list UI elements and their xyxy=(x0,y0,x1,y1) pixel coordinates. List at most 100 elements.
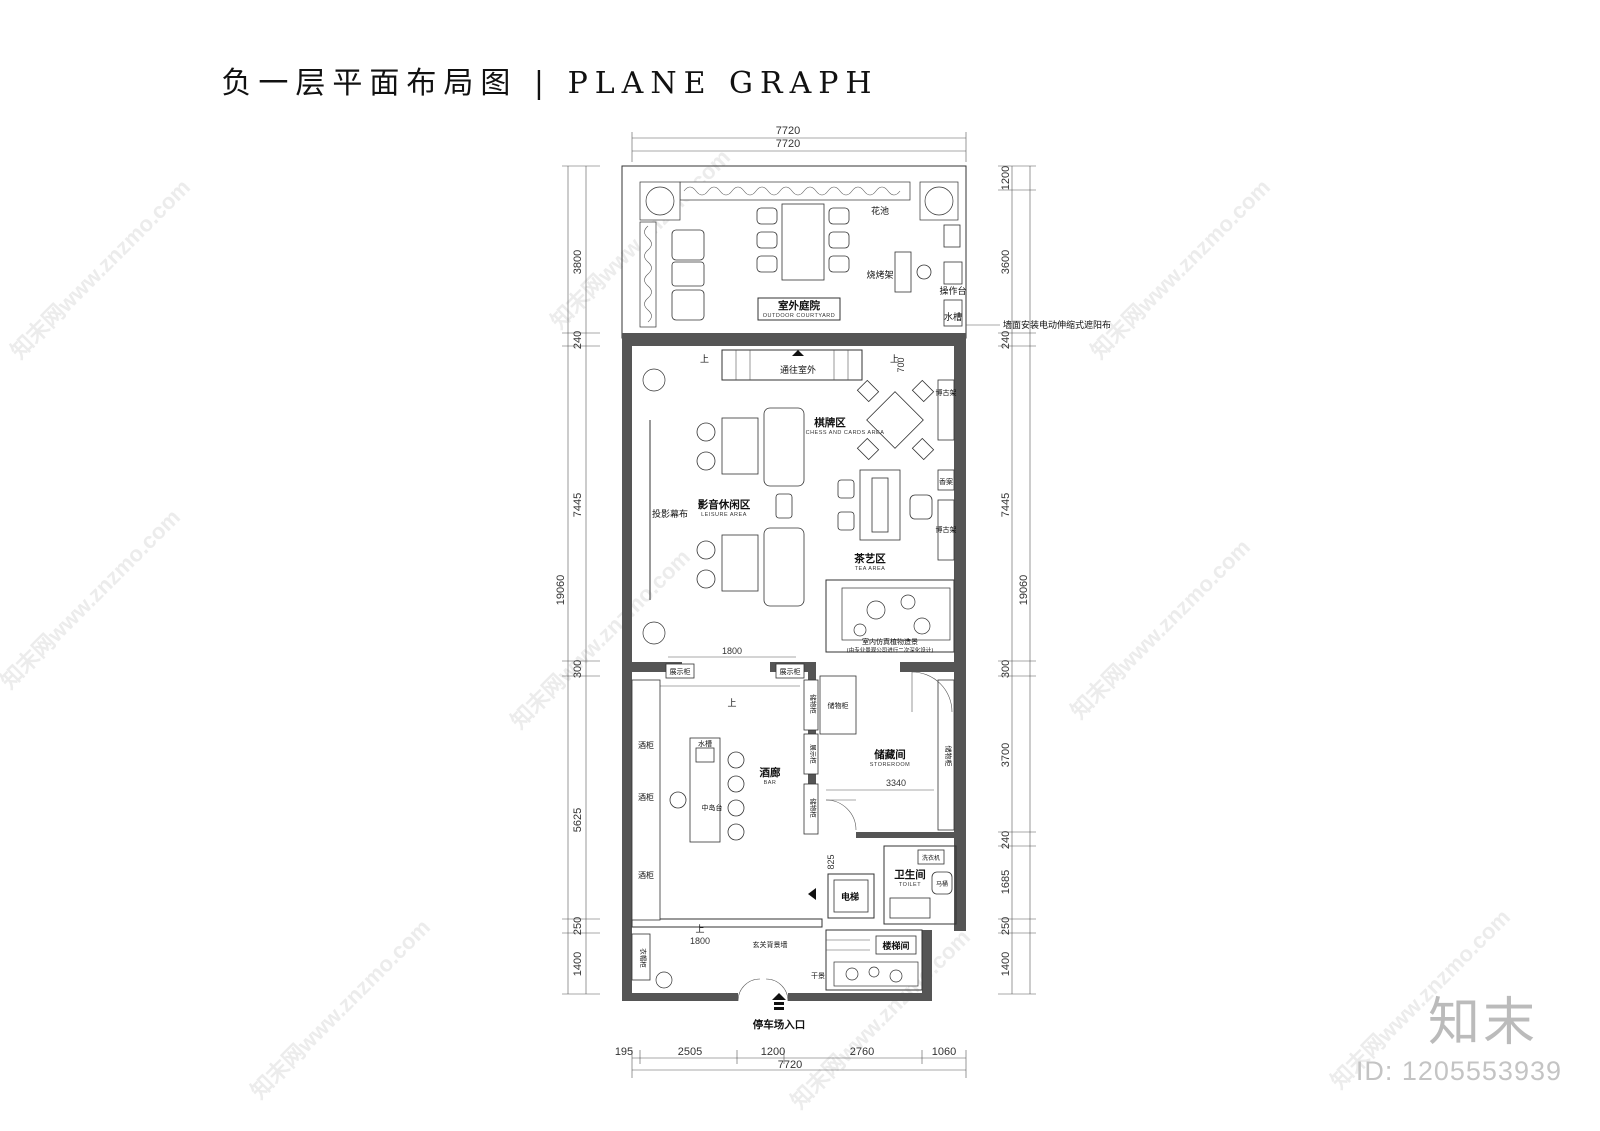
bottom-dimensions: 195 2505 1200 2760 1060 7720 xyxy=(615,1046,967,1078)
storage-cab-label: 储物柜 xyxy=(944,746,953,767)
dim-right-5: 3700 xyxy=(1000,743,1012,767)
watermark: 知末网www.znzmo.com xyxy=(6,174,195,363)
dim-small-b: 825 xyxy=(826,854,836,869)
service-area: 825 洗衣机 马桶 卫生间 TOILET 电梯 楼梯间 干景 xyxy=(808,845,957,991)
dim-top-width-b: 7720 xyxy=(776,138,800,150)
chess-label-en: CHESS AND CARDS AREA xyxy=(806,430,885,436)
dim-right-0: 1200 xyxy=(1000,166,1012,190)
dim-bottom-2: 1200 xyxy=(761,1046,785,1058)
bar-area: 1800 展示柜 展示柜 上 酒柜 酒柜 酒柜 水槽 中岛台 酒廊 BAR 储物… xyxy=(631,646,819,921)
watermark: 知末网www.znzmo.com xyxy=(1066,534,1255,723)
storeroom-label-en: STOREROOM xyxy=(870,762,910,768)
entry-wall-label: 玄关背景墙 xyxy=(753,940,788,949)
top-dimensions: 7720 7720 xyxy=(631,125,967,162)
prep-table-label: 操作台 xyxy=(939,285,966,297)
dim-small-a: 700 xyxy=(896,357,906,372)
dim-storeroom-width: 3340 xyxy=(886,778,906,788)
image-id: ID: 1205553939 xyxy=(1355,1056,1562,1086)
entry-area: 1800 上 玄关背景墙 衣帽柜 停车场入口 xyxy=(631,924,806,1031)
toilet-label: 卫生间 xyxy=(894,868,926,881)
display-cab-label: 展示柜 xyxy=(809,744,818,764)
courtyard-label-en: OUTDOOR COURTYARD xyxy=(763,313,835,319)
dim-right-7: 1685 xyxy=(1000,870,1012,894)
storeroom-area: 储物柜 储物柜 储藏间 STOREROOM 3340 xyxy=(819,671,955,831)
dim-right-6: 240 xyxy=(1000,831,1012,849)
indoor-garden-label: 室内仿真植物造景 xyxy=(862,637,918,646)
sink-label: 水槽 xyxy=(698,739,712,748)
shelf-label: 博古架 xyxy=(936,388,957,397)
dim-left-0: 3800 xyxy=(572,250,584,274)
watermark: 知末网www.znzmo.com xyxy=(1086,174,1275,363)
watermark: 知末网www.znzmo.com xyxy=(246,914,435,1103)
dim-right-8: 250 xyxy=(1000,917,1012,935)
bbq-rack-label: 烧烤架 xyxy=(866,269,893,281)
up-marker: 上 xyxy=(695,924,704,935)
dim-left-4: 5625 xyxy=(572,808,584,832)
dim-bottom-total: 7720 xyxy=(778,1059,802,1071)
flower-bed xyxy=(679,181,911,201)
storeroom-label: 储藏间 xyxy=(874,748,906,761)
dim-right-1: 3600 xyxy=(1000,250,1012,274)
brand-logo: 知末 xyxy=(1427,993,1538,1053)
screen-label: 投影幕布 xyxy=(652,508,688,520)
tea-label: 茶艺区 xyxy=(853,552,886,565)
up-marker: 上 xyxy=(890,354,899,365)
left-dimensions: 3800 240 7445 300 5625 250 1400 19060 xyxy=(555,165,600,995)
stair-label: 楼梯间 xyxy=(882,940,909,952)
dim-left-1: 240 xyxy=(572,331,584,349)
shelf-label: 博古架 xyxy=(936,525,957,534)
coat-cab-label: 衣帽柜 xyxy=(639,948,648,968)
wine-cab-label: 酒柜 xyxy=(638,870,654,880)
storage-cab-label: 储物柜 xyxy=(828,701,849,710)
toilet-fixture-label: 马桶 xyxy=(936,880,948,888)
display-cab-label: 展示柜 xyxy=(670,667,691,676)
dim-bar-width: 1800 xyxy=(722,646,742,656)
right-dimensions: 1200 3600 240 7445 300 3700 240 1685 250… xyxy=(998,165,1036,995)
up-marker: 上 xyxy=(727,698,736,709)
dim-left-3: 300 xyxy=(572,660,584,678)
watermark: 知末网www.znzmo.com xyxy=(506,544,695,733)
leisure-area: 通往室外 700 上 上 投影幕布 影音休闲区 LEISURE AREA 棋牌区… xyxy=(642,349,957,654)
elevator-label: 电梯 xyxy=(841,891,859,903)
courtyard-area: 花池 室外庭院 OUTDOOR COURTYARD 烧烤架 操作台 水槽 墙面安… xyxy=(639,181,1111,331)
to-outdoor-label: 通往室外 xyxy=(780,364,816,376)
bar-label: 酒廊 xyxy=(760,766,781,779)
dim-left-2: 7445 xyxy=(572,493,584,517)
bar-label-en: BAR xyxy=(764,780,777,786)
dim-total-height-left: 19060 xyxy=(555,575,567,606)
up-marker: 上 xyxy=(700,354,709,365)
washer-label: 洗衣机 xyxy=(922,854,940,862)
dim-bottom-4: 1060 xyxy=(932,1046,956,1058)
incense-label: 香案 xyxy=(939,477,953,486)
wine-cab-label: 酒柜 xyxy=(638,740,654,750)
dim-right-9: 1400 xyxy=(1000,952,1012,976)
sink-outdoor-label: 水槽 xyxy=(944,311,962,323)
chess-label: 棋牌区 xyxy=(813,416,846,429)
parking-entrance-label: 停车场入口 xyxy=(753,1018,806,1031)
display-cab-label: 展示柜 xyxy=(780,667,801,676)
dim-right-2: 240 xyxy=(1000,331,1012,349)
dim-left-6: 1400 xyxy=(572,952,584,976)
watermark-layer: 知末网www.znzmo.com 知末网www.znzmo.com 知末网www… xyxy=(0,144,1515,1113)
page-title: 负一层平面布局图 | PLANE GRAPH xyxy=(221,66,879,101)
watermark: 知末网www.znzmo.com xyxy=(0,504,185,693)
leisure-label-en: LEISURE AREA xyxy=(701,512,747,518)
dim-total-height-right: 19060 xyxy=(1018,575,1030,606)
awning-note: 墙面安装电动伸缩式遮阳布 xyxy=(1003,319,1111,331)
leisure-label: 影音休闲区 xyxy=(698,498,751,511)
dim-right-4: 300 xyxy=(1000,660,1012,678)
dim-bottom-0: 195 xyxy=(615,1046,633,1058)
dim-right-3: 7445 xyxy=(1000,493,1012,517)
storage-cab-label: 储物柜 xyxy=(809,694,818,714)
dim-bottom-1: 2505 xyxy=(678,1046,702,1058)
dim-entry-width: 1800 xyxy=(690,936,710,946)
tea-label-en: TEA AREA xyxy=(855,566,886,572)
dim-left-5: 250 xyxy=(572,917,584,935)
toilet-label-en: TOILET xyxy=(899,882,921,888)
island-label: 中岛台 xyxy=(702,803,723,812)
flower-bed-label: 花池 xyxy=(871,205,889,217)
dim-bottom-3: 2760 xyxy=(850,1046,874,1058)
courtyard-label: 室外庭院 xyxy=(778,299,820,312)
indoor-garden-note: (由专业景观公司进行二次深化设计) xyxy=(847,646,934,654)
